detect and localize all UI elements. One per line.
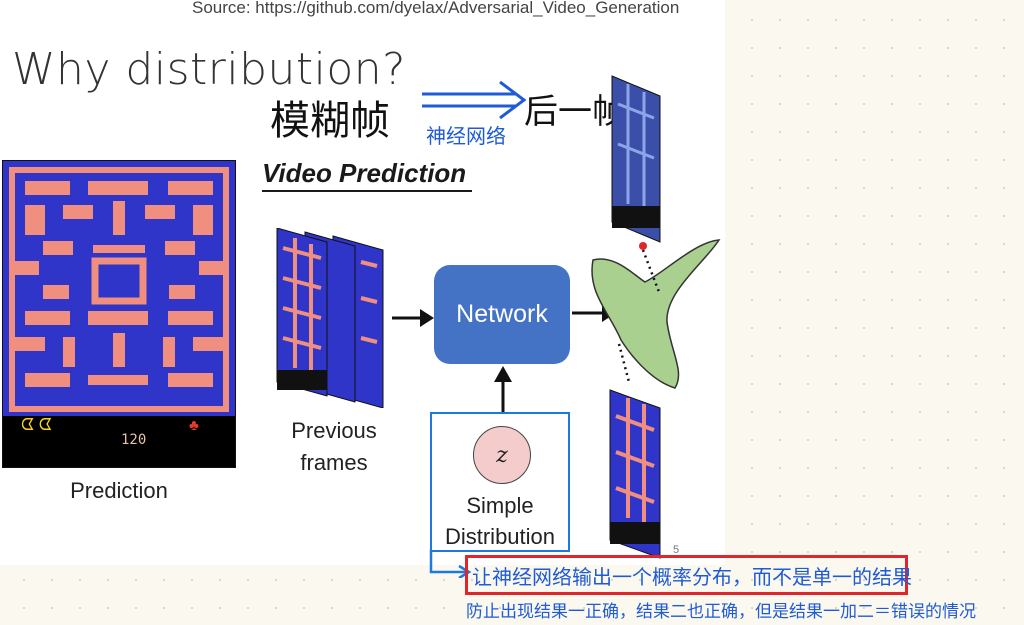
- previous-frames-stack: [275, 227, 390, 409]
- annotation-next-frame: 后一帧: [524, 92, 626, 132]
- source-text: Source: https://github.com/dyelax/Advers…: [192, 0, 680, 17]
- highlight-box: [465, 555, 908, 595]
- arrow-up-to-network: [494, 366, 512, 412]
- annotation-sub-note: 防止出现结果一正确，结果二也正确，但是结果一加二＝错误的情况: [466, 602, 976, 622]
- output-frame-bottom: [609, 389, 661, 559]
- maze-image: [3, 161, 235, 416]
- video-prediction-heading: Video Prediction: [262, 158, 467, 188]
- page-number: 5: [673, 544, 680, 556]
- cherry-icon: ♣: [189, 417, 199, 434]
- simple-label-line2: Distribution: [444, 524, 556, 549]
- annotation-main-note: 让神经网络输出一个概率分布，而不是单一的结果: [472, 565, 912, 589]
- distribution-blob: [591, 239, 721, 389]
- heading-underline: [262, 190, 472, 192]
- annotation-blurry-frame: 模糊帧: [270, 98, 390, 144]
- previous-frames-label-line2: frames: [300, 450, 368, 475]
- prediction-frame: ᗧ ᗧ ♣ 120: [2, 160, 236, 468]
- arrow-to-network: [392, 309, 434, 327]
- score: 120: [121, 432, 147, 448]
- handwritten-arrow: [422, 80, 527, 120]
- z-circle: z: [473, 426, 531, 484]
- output-frame-top: [611, 75, 661, 243]
- slide-title: Why distribution?: [12, 44, 407, 95]
- network-box: Network: [434, 265, 570, 364]
- pacman-lives-icon: ᗧ ᗧ: [21, 417, 53, 434]
- prediction-label: Prediction: [70, 478, 168, 503]
- previous-frames-label-line1: Previous: [291, 418, 377, 443]
- simple-label-line1: Simple: [466, 493, 534, 518]
- simple-distribution-box: [430, 412, 570, 552]
- previous-frames-image: [276, 227, 384, 409]
- annotation-neural-net: 神经网络: [426, 124, 506, 148]
- annotation-arrow: [429, 550, 472, 578]
